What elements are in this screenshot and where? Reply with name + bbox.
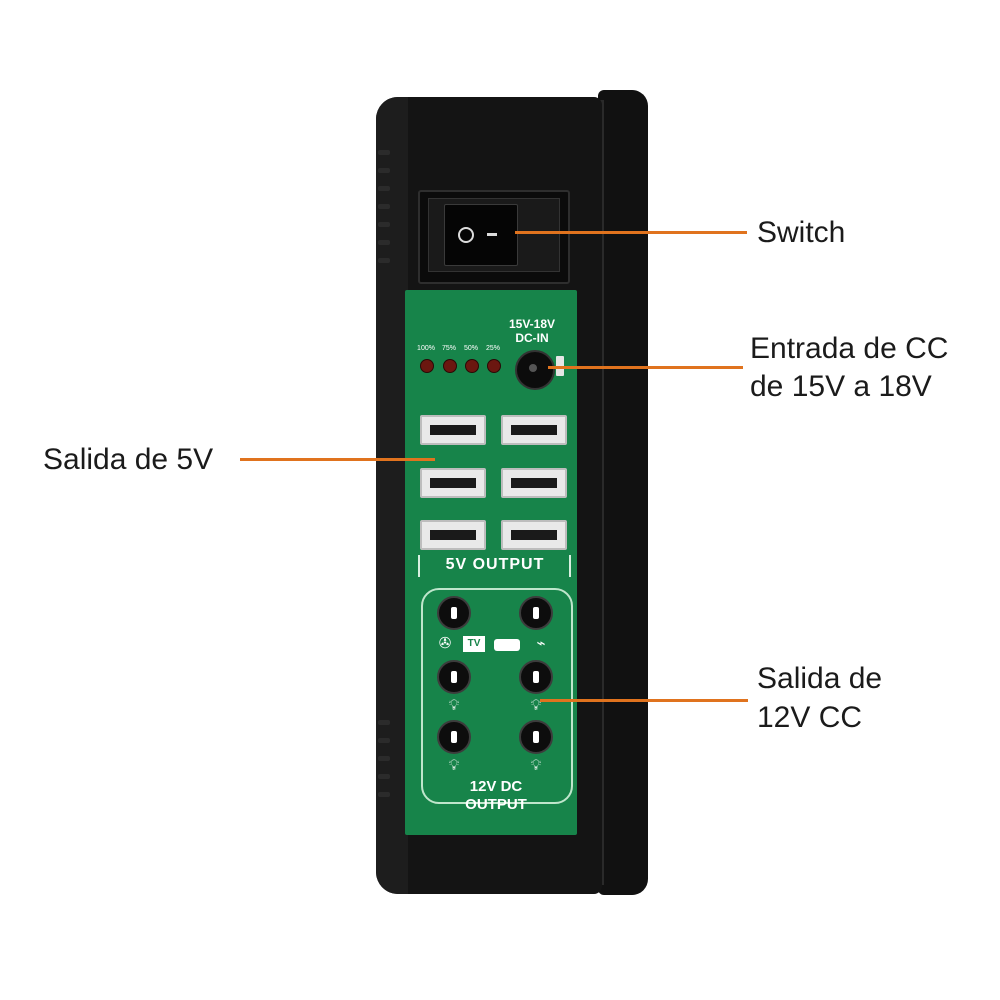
power-rocker-switch[interactable] — [444, 204, 518, 266]
dc-output-port[interactable] — [437, 720, 471, 754]
dc-input-pin — [529, 364, 537, 372]
grip-ridge — [378, 150, 390, 155]
dc-out-callout-line — [540, 699, 748, 702]
fan-icon: ✇ — [438, 635, 452, 652]
dc-in-label: DC-IN — [515, 331, 549, 345]
dc-output-port[interactable] — [437, 660, 471, 694]
dc-out-callout-label-line2: 12V CC — [757, 701, 863, 734]
switch-on-symbol — [487, 233, 497, 236]
grip-ridge — [378, 222, 390, 227]
dc-in-callout-line — [548, 366, 743, 369]
battery-led-25 — [487, 359, 501, 373]
battery-level-label: 100% — [417, 345, 435, 352]
battery-led-50 — [465, 359, 479, 373]
battery-led-75 — [443, 359, 457, 373]
grip-ridge — [378, 204, 390, 209]
battery-level-label: 75% — [441, 345, 456, 352]
usb-callout-label: Salida de 5V — [43, 443, 214, 476]
dc-in-callout-label-line2: de 15V a 18V — [750, 370, 932, 403]
bulb-icon: 💡︎ — [530, 697, 542, 714]
camera-icon — [494, 639, 520, 651]
dc-in-voltage-label: 15V-18V — [508, 317, 556, 331]
usb-output-label: 5V OUTPUT — [445, 556, 545, 573]
grip-ridge — [378, 240, 390, 245]
dc-output-port[interactable] — [519, 596, 553, 630]
usb-port[interactable] — [501, 520, 567, 550]
tv-icon: TV — [463, 636, 485, 652]
battery-level-label: 50% — [463, 345, 478, 352]
battery-level-label: 25% — [485, 345, 500, 352]
dc-in-callout-label-line1: Entrada de CC — [750, 332, 949, 365]
usb-callout-line — [240, 458, 435, 461]
switch-callout-label: Switch — [757, 216, 846, 249]
switch-callout-line — [515, 231, 747, 234]
grip-ridge — [378, 720, 390, 725]
body-side-shade — [376, 97, 408, 894]
bulb-icon: 💡︎ — [448, 757, 460, 774]
device-back-plate — [598, 90, 648, 895]
dc-output-label-line2: OUTPUT — [465, 796, 527, 813]
grip-ridge — [378, 756, 390, 761]
bulb-icon: 💡︎ — [448, 697, 460, 714]
grip-ridge — [378, 258, 390, 263]
grip-ridge — [378, 168, 390, 173]
usb-port[interactable] — [420, 520, 486, 550]
dc-out-callout-label-line1: Salida de — [757, 662, 883, 695]
usb-port[interactable] — [420, 415, 486, 445]
bulb-icon: 💡︎ — [530, 757, 542, 774]
usb-port[interactable] — [501, 468, 567, 498]
grip-ridge — [378, 774, 390, 779]
switch-off-symbol — [458, 227, 474, 243]
dc-output-section — [421, 588, 573, 804]
usb-section-bracket — [569, 555, 571, 577]
router-icon: ⌁ — [536, 635, 546, 652]
dc-output-label-line1: 12V DC — [469, 778, 523, 795]
dc-output-port[interactable] — [437, 596, 471, 630]
usb-port[interactable] — [501, 415, 567, 445]
dc-output-port[interactable] — [519, 660, 553, 694]
usb-section-bracket — [418, 555, 420, 577]
battery-led-100 — [420, 359, 434, 373]
grip-ridge — [378, 186, 390, 191]
grip-ridge — [378, 738, 390, 743]
grip-ridge — [378, 792, 390, 797]
dc-output-port[interactable] — [519, 720, 553, 754]
usb-port[interactable] — [420, 468, 486, 498]
